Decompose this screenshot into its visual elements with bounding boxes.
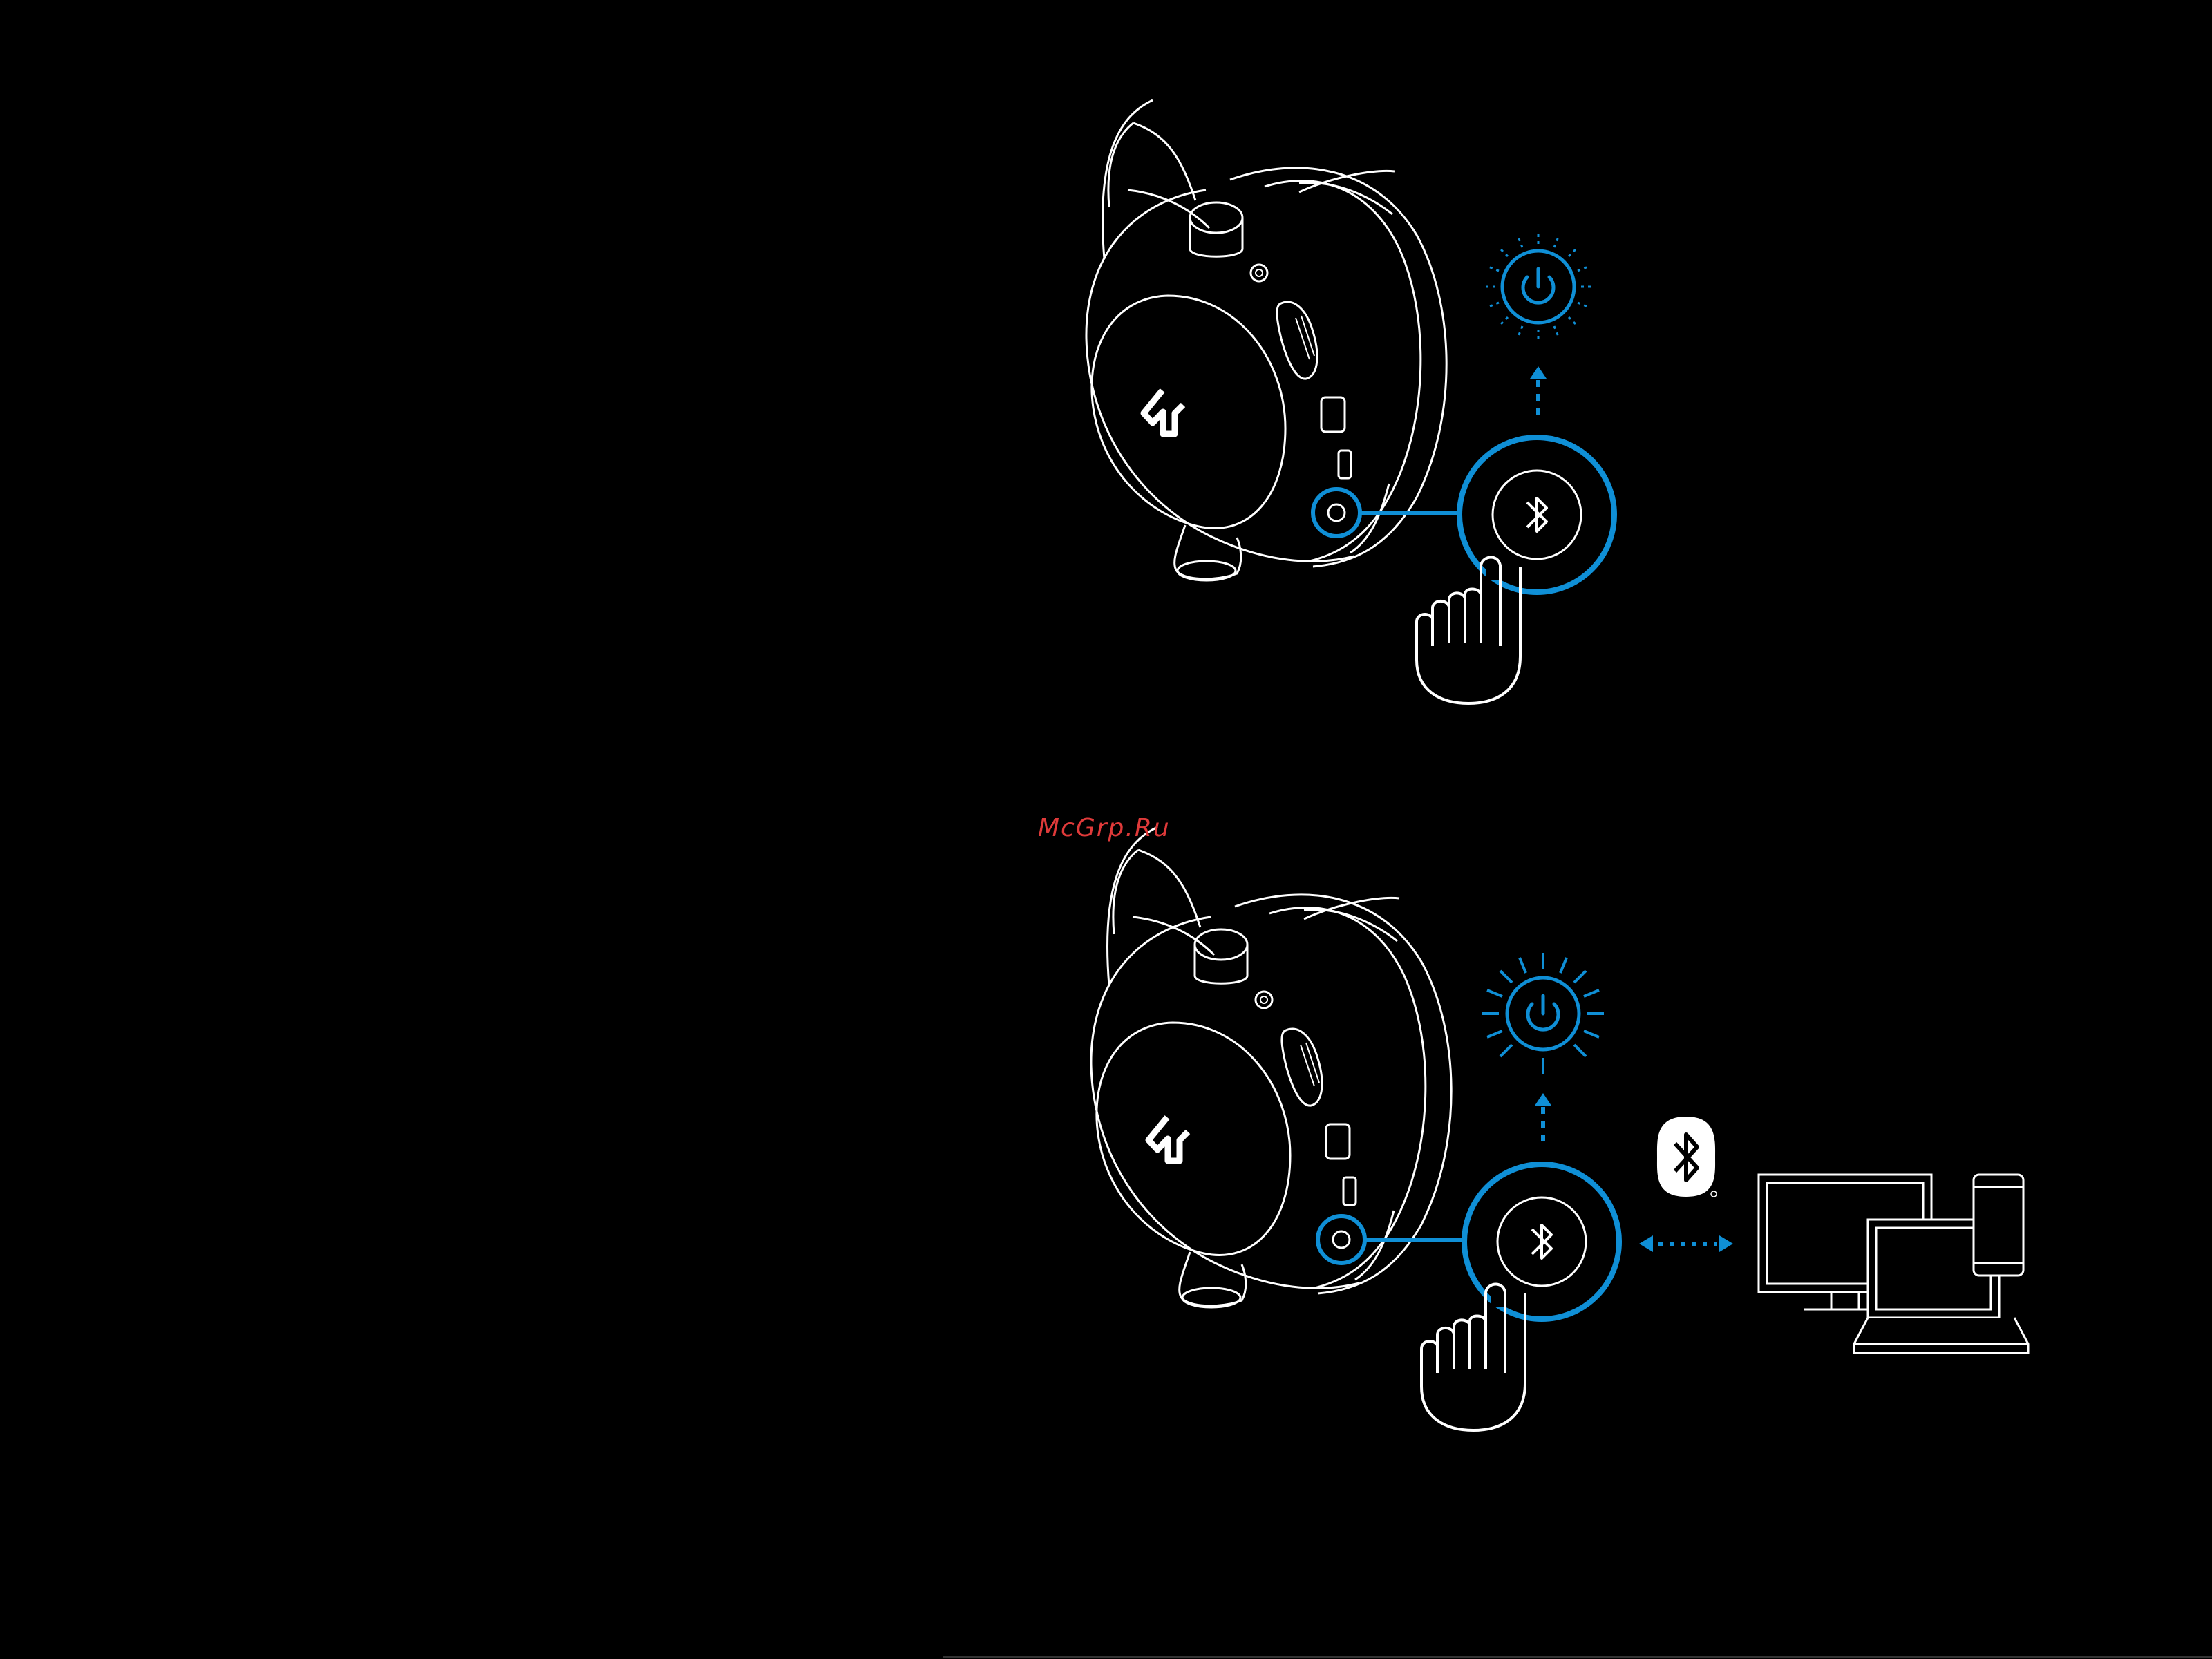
step-2 — [1091, 827, 1619, 1430]
dotted-double-arrow — [1639, 1235, 1733, 1252]
bluetooth-icon — [1527, 498, 1547, 531]
phone-icon — [1974, 1175, 2023, 1276]
dotted-up-arrow — [1535, 1093, 1551, 1141]
bluetooth-button-highlight — [1313, 489, 1360, 536]
dotted-up-arrow — [1530, 366, 1547, 415]
devices-group — [1759, 1175, 2028, 1353]
power-led-slow-blink — [1484, 233, 1592, 341]
headset-side-view — [1091, 827, 1451, 1307]
headset-side-view — [1086, 100, 1446, 580]
bluetooth-icon — [1532, 1225, 1551, 1258]
power-led-fast-blink — [1482, 953, 1604, 1074]
bluetooth-button-highlight — [1318, 1216, 1365, 1263]
step-1 — [1086, 100, 1614, 703]
watermark-text: McGrp.Ru — [1038, 814, 1171, 842]
bluetooth-logo-icon — [1657, 1117, 1717, 1197]
